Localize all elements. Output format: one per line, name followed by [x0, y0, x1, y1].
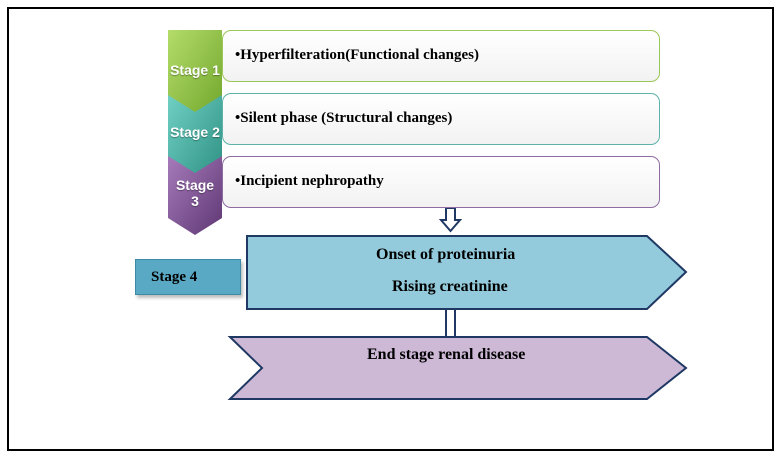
connector-bar [445, 308, 456, 338]
down-arrow-icon [438, 207, 463, 233]
stage3-chevron-shape [168, 156, 222, 235]
stage2-chevron-shape [168, 95, 222, 187]
stage2-label: Stage 2 [170, 124, 220, 140]
stage1-chevron-shape [168, 30, 222, 122]
stage3-label: Stage 3 [168, 177, 222, 209]
stage2-box: •Silent phase (Structural changes) [222, 93, 660, 145]
stage1-text: •Hyperfilteration(Functional changes) [235, 47, 479, 63]
stage3-box: •Incipient nephropathy [222, 156, 660, 208]
final-text: End stage renal disease [367, 346, 526, 363]
stage4-label: Stage 4 [151, 269, 198, 285]
final-chevron-shape [227, 336, 688, 400]
diagram-frame [7, 7, 774, 451]
stage4-line1: Onset of proteinuria [376, 246, 516, 263]
stage4-arrow-shape [246, 235, 688, 310]
stage3-label-line2: 3 [191, 193, 199, 209]
stage4-line2: Rising creatinine [392, 278, 508, 295]
stage3-label-line1: Stage [175, 177, 215, 193]
stage1-box: •Hyperfilteration(Functional changes) [222, 30, 660, 82]
stage3-text: •Incipient nephropathy [235, 173, 384, 189]
stage1-label: Stage 1 [170, 62, 220, 78]
stage2-text: •Silent phase (Structural changes) [235, 110, 453, 126]
stage4-label-box: Stage 4 [135, 259, 241, 295]
